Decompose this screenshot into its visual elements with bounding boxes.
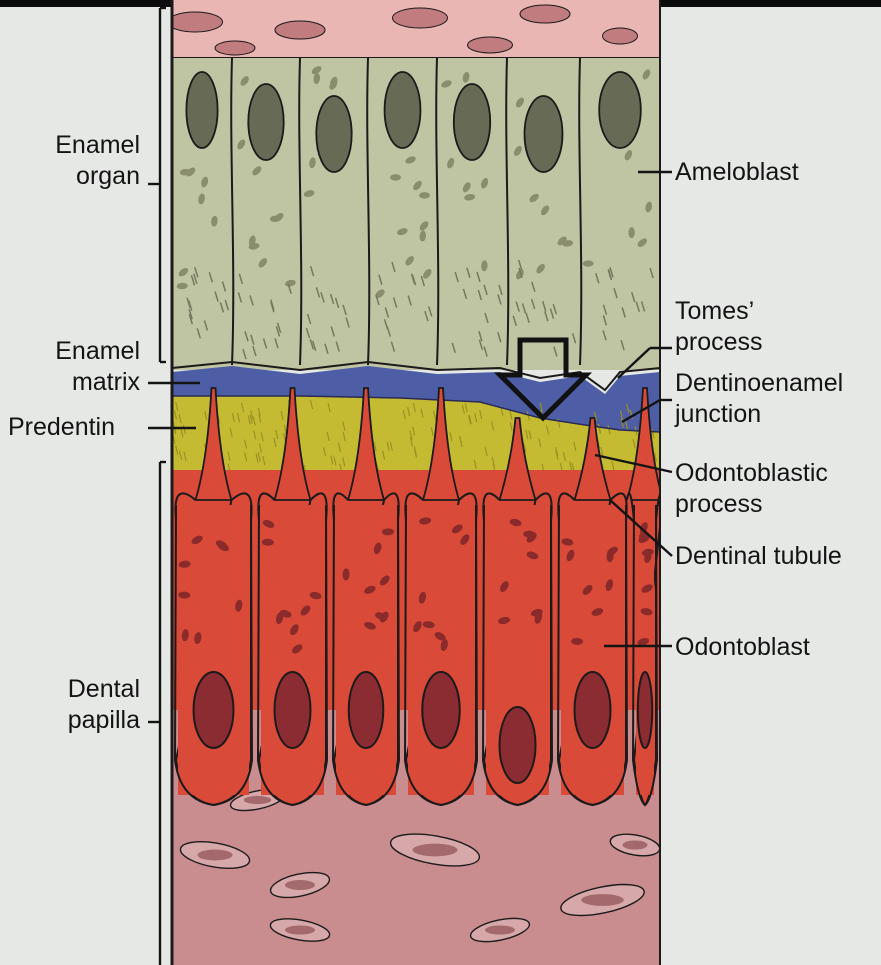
label-dentinoenamel-junction: Dentinoenamel junction — [675, 368, 843, 430]
epithelial-nucleus — [215, 41, 255, 55]
ameloblast-nucleus — [385, 72, 421, 148]
ameloblast-nucleus — [316, 96, 351, 172]
ameloblast-nucleus — [454, 84, 490, 160]
label-dentinal-tubule: Dentinal tubule — [675, 541, 842, 572]
label-dentinoenamel-junction-line1: Dentinoenamel — [675, 368, 843, 399]
ameloblast-nucleus — [248, 84, 283, 160]
epithelial-nucleus — [393, 8, 448, 28]
odontoblast-fill — [408, 505, 474, 795]
label-dental-papilla: Dental papilla — [20, 674, 140, 736]
fibroblast-nucleus — [285, 880, 315, 890]
odontoblast-nucleus — [575, 672, 611, 748]
odontoblast-fill — [636, 505, 654, 795]
label-tomes-process-line2: process — [675, 327, 763, 358]
column-group — [168, 0, 664, 965]
epithelial-nucleus — [468, 37, 513, 53]
odontoblast-nucleus — [638, 672, 652, 748]
label-odontoblastic-process-line2: process — [675, 489, 828, 520]
odontoblast-nucleus — [275, 672, 311, 748]
ameloblast-nucleus — [599, 72, 641, 148]
label-odontoblast: Odontoblast — [675, 632, 810, 663]
label-dentinoenamel-junction-line2: junction — [675, 399, 843, 430]
label-enamel-matrix-line2: matrix — [20, 367, 140, 398]
fibroblast-nucleus — [244, 796, 272, 804]
fibroblast-nucleus — [198, 850, 233, 861]
ameloblast-nucleus — [525, 96, 563, 172]
label-enamel-matrix: Enamel matrix — [20, 336, 140, 398]
odontoblast-nucleus — [349, 672, 384, 748]
epithelial-nucleus — [275, 21, 325, 39]
fibroblast-nucleus — [581, 894, 624, 906]
ameloblast-nucleus — [186, 72, 217, 148]
label-tomes-process-line1: Tomes’ — [675, 296, 763, 327]
epithelial-nucleus — [520, 5, 570, 23]
label-dental-papilla-line2: papilla — [20, 705, 140, 736]
fibroblast-nucleus — [285, 925, 315, 934]
label-enamel-organ: Enamel organ — [20, 130, 140, 192]
odontoblast-nucleus — [500, 707, 536, 783]
label-dental-papilla-line1: Dental — [20, 674, 140, 705]
odontoblast-fill — [336, 505, 396, 795]
label-enamel-matrix-line1: Enamel — [20, 336, 140, 367]
epithelial-nucleus — [603, 28, 638, 44]
label-tomes-process: Tomes’ process — [675, 296, 763, 358]
epithelial-nucleus — [168, 12, 223, 32]
label-predentin: Predentin — [8, 412, 115, 443]
fibroblast-nucleus — [485, 925, 515, 934]
fibroblast-nucleus — [623, 840, 648, 849]
fibroblast-nucleus — [413, 844, 458, 857]
label-enamel-organ-line1: Enamel — [20, 130, 140, 161]
label-ameloblast: Ameloblast — [675, 157, 799, 188]
tissue-column — [168, 0, 664, 965]
odontoblast-fill — [178, 505, 249, 795]
odontoblast-nucleus — [194, 672, 234, 748]
odontoblast-nucleus — [422, 672, 459, 748]
label-odontoblastic-process-line1: Odontoblastic — [675, 458, 828, 489]
label-odontoblastic-process: Odontoblastic process — [675, 458, 828, 520]
label-enamel-organ-line2: organ — [20, 161, 140, 192]
